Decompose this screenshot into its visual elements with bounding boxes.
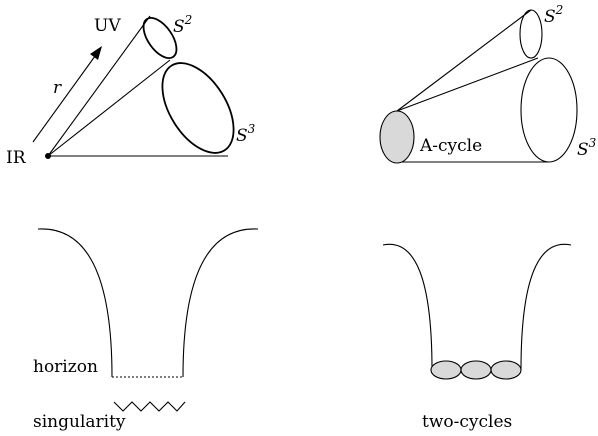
- r-label: r: [53, 78, 62, 98]
- s3-ellipse-left: [161, 62, 235, 154]
- right-cone-edge-upper: [396, 9, 532, 112]
- s3-exp-right: 3: [589, 136, 597, 150]
- left-cone-diagram: UV IR r S2 S3: [6, 13, 256, 168]
- ir-point: [45, 153, 51, 159]
- s2-ellipse-right: [519, 9, 543, 59]
- two-cycles-label: two-cycles: [422, 412, 512, 432]
- s2-exp-right: 2: [555, 3, 564, 17]
- r-arrow-head: [90, 46, 102, 60]
- right-throat-curve-left: [382, 243, 433, 371]
- s3-label-right: S3: [577, 136, 597, 160]
- cone-edge-middle: [47, 59, 171, 157]
- left-throat-curve-left: [37, 228, 113, 378]
- s3-exp-left: 3: [248, 122, 256, 136]
- ir-label: IR: [6, 148, 27, 168]
- s3-ellipse-right: [520, 57, 578, 163]
- singularity-zigzag: [113, 401, 186, 412]
- s2-label-left: S2: [173, 13, 192, 37]
- singularity-label: singularity: [33, 412, 126, 432]
- a-cycle-label: A-cycle: [419, 136, 482, 156]
- s3-label-left: S3: [236, 122, 256, 146]
- horizon-label: horizon: [33, 357, 98, 377]
- a-cycle-disk: [379, 110, 415, 164]
- r-arrow-shaft: [32, 51, 99, 143]
- two-cycle-2: [460, 360, 492, 380]
- right-throat-curve-right: [520, 243, 572, 371]
- right-cone-diagram: A-cycle S2 S3: [379, 3, 597, 164]
- right-throat-diagram: two-cycles: [382, 243, 572, 432]
- s3-base-right: S: [577, 140, 589, 160]
- s2-ellipse-left: [142, 17, 178, 59]
- s2-base-left: S: [173, 17, 185, 37]
- two-cycle-1: [430, 360, 462, 380]
- s3-base-left: S: [236, 126, 248, 146]
- s2-base-right: S: [544, 7, 556, 27]
- left-throat-diagram: horizon singularity: [33, 228, 259, 432]
- s2-exp-left: 2: [184, 13, 193, 27]
- left-throat-curve-right: [182, 228, 259, 378]
- uv-label: UV: [94, 16, 121, 36]
- cone-edge-upper: [47, 15, 151, 157]
- right-cone-edge-middle: [396, 57, 539, 112]
- two-cycle-3: [490, 360, 522, 380]
- s2-label-right: S2: [544, 3, 563, 27]
